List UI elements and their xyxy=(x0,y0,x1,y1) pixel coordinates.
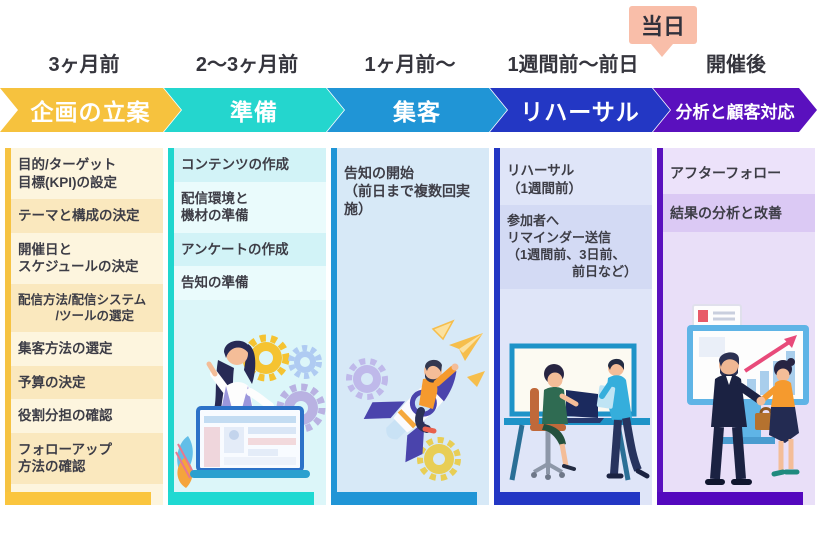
standing-man xyxy=(596,358,650,479)
task-item: 開催日と スケジュールの決定 xyxy=(18,241,139,275)
phase-panel-rehearsal: リハーサル （1週間前） 参加者へ リマインダー送信 （1週間前、3日前、 前日… xyxy=(494,148,652,505)
timing-label-preparation: 2～3ヶ月前 xyxy=(195,53,299,76)
task-item: フォローアップ 方法の確認 xyxy=(11,432,163,484)
phase-panel-preparation: コンテンツの作成 配信環境と 機材の準備 アンケートの作成 告知の準備 xyxy=(168,148,326,505)
gear-icon xyxy=(417,437,461,481)
phase-panel-planning: 目的/ターゲット 目標(KPI)の設定 テーマと構成の決定 開催日と スケジュー… xyxy=(5,148,163,505)
phase-banner-planning: 企画の立案 xyxy=(0,88,181,132)
phase-banner-after: 分析と顧客対応 xyxy=(653,88,817,132)
task-item: アンケートの作成 xyxy=(174,232,326,267)
task-item: 参加者へ リマインダー送信 （1週間前、3日前、 前日など） xyxy=(500,205,652,289)
task-item: テーマと構成の決定 xyxy=(11,199,163,233)
task-item: 集客方法の選定 xyxy=(18,341,113,357)
gear-icon xyxy=(242,334,290,382)
task-item: 配信方法/配信システム /ツールの選定 xyxy=(11,283,163,333)
task-item: リハーサル （1週間前） xyxy=(500,148,652,206)
rocket-rider xyxy=(415,359,459,434)
gear-icon xyxy=(288,345,322,379)
seated-woman xyxy=(542,364,579,471)
task-item: 役割分担の確認 xyxy=(18,408,113,424)
task-item: 配信環境と 機材の準備 xyxy=(174,181,326,233)
phase-panel-attract: 告知の開始 （前日まで複数回実施） xyxy=(331,148,489,505)
presenter-woman xyxy=(206,340,274,420)
businessman xyxy=(705,352,765,485)
panel-footer-bar xyxy=(657,492,803,505)
task-item: 結果の分析と改善 xyxy=(663,194,815,233)
leaf-decoration xyxy=(175,436,195,488)
businesswoman xyxy=(755,358,800,477)
office-chair xyxy=(530,388,566,480)
phase-panel-after: アフターフォロー 結果の分析と改善 xyxy=(657,148,815,505)
timing-label-after: 開催後 xyxy=(706,53,766,76)
task-item: アフターフォロー xyxy=(663,148,815,195)
panel-footer-bar xyxy=(494,492,640,505)
phase-banner-attract: 集客 xyxy=(327,88,507,132)
rehearsal-meeting-illustration xyxy=(504,343,650,481)
handshake-analysis-illustration xyxy=(687,304,809,485)
phase-banner-rehearsal: リハーサル xyxy=(490,88,670,132)
day-of-event-tag: 当日 xyxy=(629,6,698,57)
laptop xyxy=(190,406,310,478)
task-item: 告知の開始 （前日まで複数回実施） xyxy=(344,165,470,218)
rocket xyxy=(363,371,457,463)
phase-banner-preparation: 準備 xyxy=(164,88,344,132)
rocket-launch-illustration xyxy=(346,319,485,481)
task-item: 目的/ターゲット 目標(KPI)の設定 xyxy=(18,157,117,190)
panel-footer-bar xyxy=(168,492,314,505)
task-item: コンテンツの作成 xyxy=(174,148,326,182)
laptop xyxy=(560,390,604,423)
gear-icon xyxy=(346,358,388,400)
panel-footer-bar xyxy=(331,492,477,505)
task-item: 予算の決定 xyxy=(11,365,163,400)
timing-label-planning: 3ヶ月前 xyxy=(48,53,120,76)
task-item: 告知の準備 xyxy=(174,266,326,300)
timing-label-attract: 1ヶ月前～ xyxy=(364,53,456,76)
timing-label-rehearsal: 1週間前～前日 xyxy=(507,53,639,76)
presenter-laptop-gears-illustration xyxy=(175,334,326,488)
paper-plane-icon xyxy=(431,319,485,387)
panel-footer-bar xyxy=(5,492,151,505)
